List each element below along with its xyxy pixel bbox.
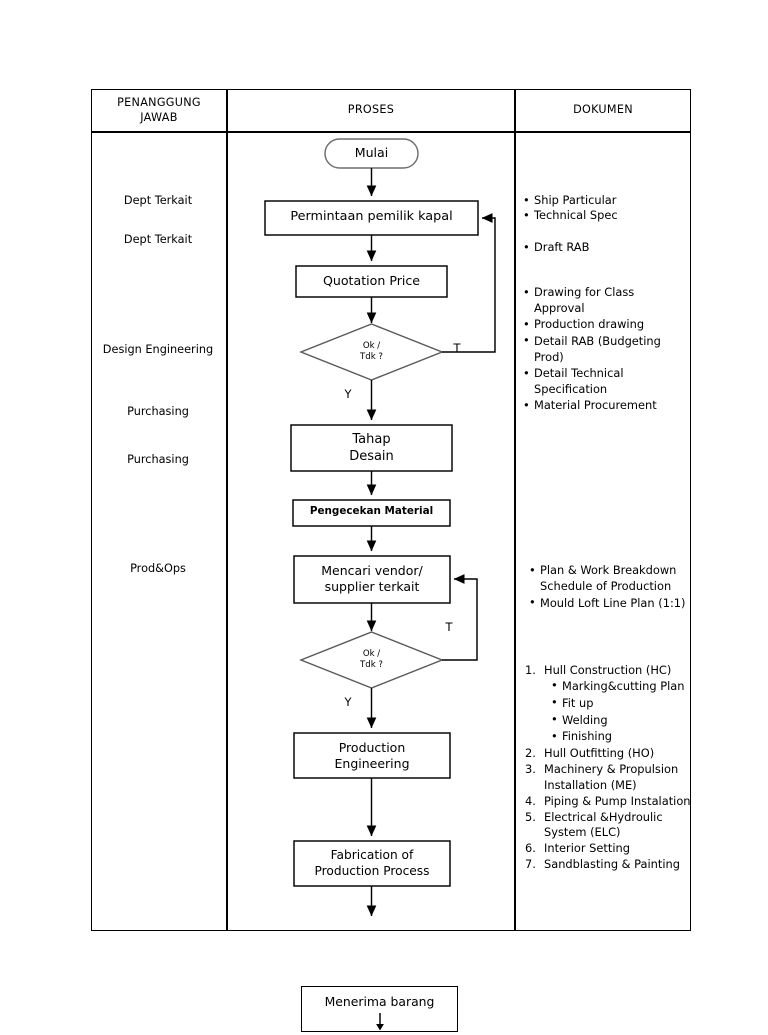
column-header-penanggung-jawab: PENANGGUNG JAWAB [92, 90, 226, 131]
responsible-label-dept-terkait-1: Dept Terkait [123, 194, 193, 207]
column-divider-1 [226, 90, 228, 930]
document-sub-item: Finishing [551, 729, 692, 745]
document-sub-item: Marking&cutting Plan [551, 678, 692, 695]
document-item-text: Interior Setting [544, 841, 630, 856]
document-item: Mould Loft Line Plan (1:1) [529, 595, 694, 612]
column-header-proses: PROSES [347, 103, 395, 117]
document-item-text: Sandblasting & Painting [544, 857, 680, 872]
document-item: Production drawing [523, 317, 688, 333]
column-divider-2 [514, 90, 516, 930]
document-item: Ship Particular [523, 192, 688, 208]
document-numbered-item: Electrical &Hydroulic System (ELC) [544, 810, 692, 842]
responsible-label-purchasing-2: Purchasing [127, 453, 189, 466]
document-group-1: Ship Particular Technical Spec [520, 192, 688, 223]
document-numbered-item: Machinery & Propulsion Installation (ME) [544, 762, 692, 794]
node-label-menerima-barang: Menerima barang [324, 994, 435, 1009]
node-menerima-barang: Menerima barang [301, 986, 458, 1032]
document-numbered-item: Interior Setting [544, 841, 692, 857]
document-numbered-item: Piping & Pump Instalation [544, 794, 692, 810]
document-item: Plan & Work Breakdown Schedule of Produc… [529, 563, 694, 595]
document-numbered-item: Sandblasting & Painting [544, 857, 692, 873]
document-sub-item: Fit up [551, 695, 692, 712]
document-item: Drawing for Class Approval [523, 284, 688, 316]
document-group-4: Material Procurement [520, 397, 688, 413]
column-header-penanggung-line1: PENANGGUNG [117, 95, 201, 109]
document-group-3: Drawing for Class Approval Production dr… [520, 284, 688, 398]
flowchart-canvas: Mulai Permintaan pemilik kapal Quotation… [228, 131, 514, 930]
document-item: Detail RAB (Budgeting Prod) [523, 333, 688, 365]
responsible-label-prod-ops: Prod&Ops [130, 562, 186, 575]
column-header-dokumen: DOKUMEN [573, 103, 633, 117]
document-item: Material Procurement [523, 397, 688, 413]
document-item-text: Hull Outfitting (HO) [544, 746, 655, 761]
document-numbered-item: Hull Outfitting (HO) [544, 746, 692, 762]
document-numbered-item: Hull Construction (HC) Marking&cutting P… [544, 663, 692, 745]
responsible-label-purchasing-1: Purchasing [127, 405, 189, 418]
responsible-label-dept-terkait-2: Dept Terkait [123, 233, 193, 246]
document-item-text: Machinery & Propulsion Installation (ME) [544, 762, 679, 792]
document-item-text: Piping & Pump Instalation [544, 793, 691, 808]
document-group-5: Plan & Work Breakdown Schedule of Produc… [520, 563, 694, 613]
document-item-text: Electrical &Hydroulic System (ELC) [544, 809, 663, 840]
document-item: Detail Technical Specification [523, 366, 688, 397]
document-sub-item: Welding [551, 712, 692, 729]
responsible-label-design-engineering: Design Engineering [102, 343, 214, 356]
down-arrow-icon [374, 1013, 385, 1035]
document-item: Draft RAB [523, 239, 688, 255]
document-group-2: Draft RAB [520, 239, 688, 255]
document-group-6: Hull Construction (HC) Marking&cutting P… [520, 663, 692, 873]
document-item: Technical Spec [523, 208, 688, 223]
column-header-penanggung-line2: JAWAB [140, 110, 178, 124]
header-rule [92, 131, 690, 133]
document-item-text: Hull Construction (HC) [544, 663, 672, 677]
